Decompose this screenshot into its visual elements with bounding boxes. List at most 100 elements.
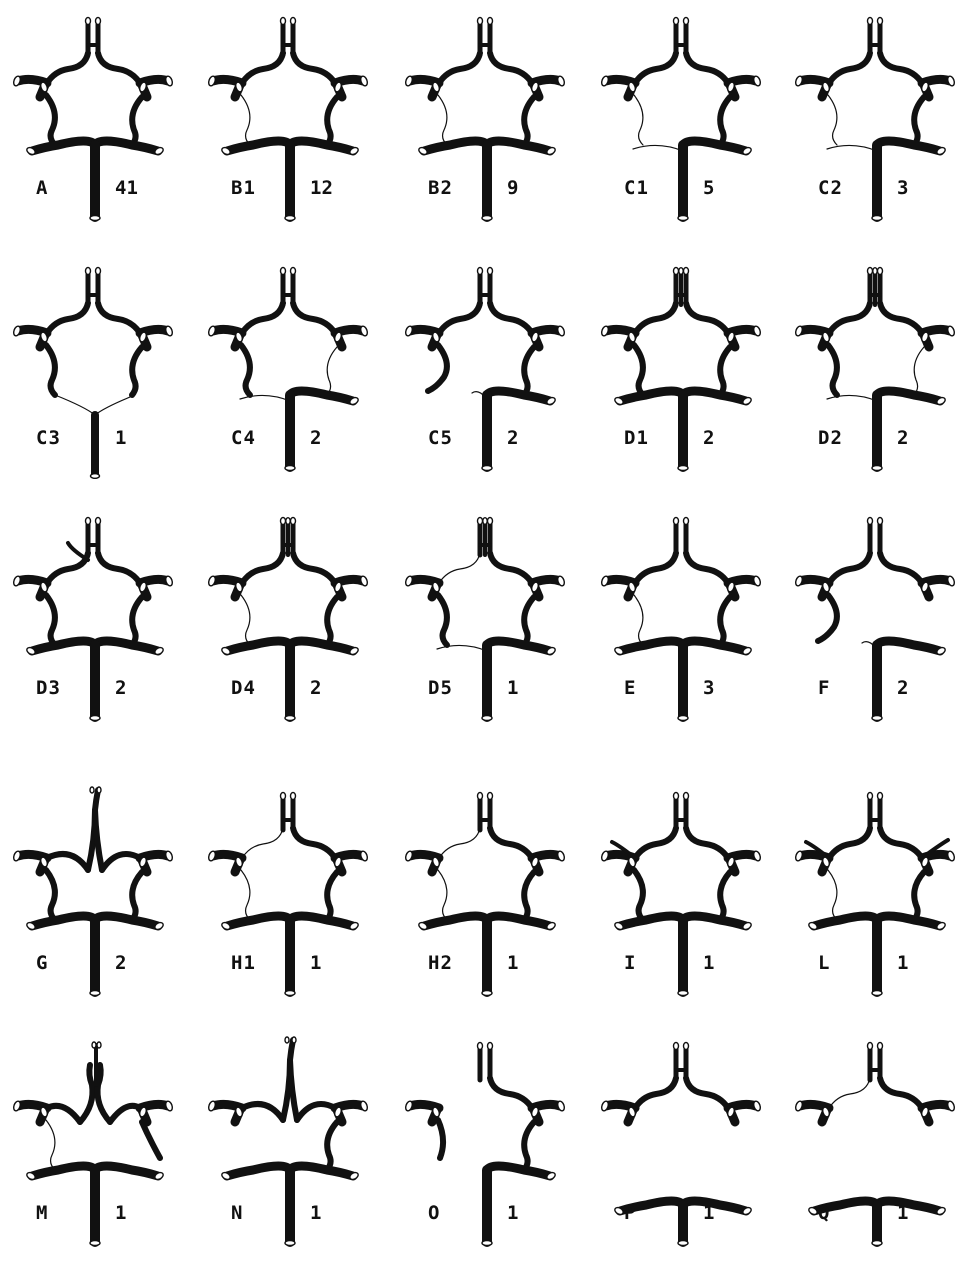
pcom-left (438, 95, 447, 145)
pca-right (290, 141, 353, 151)
pca-right (487, 641, 550, 651)
a1-left (635, 828, 676, 858)
aca-cap (97, 787, 101, 793)
p1-left (827, 145, 877, 151)
variant-count: 2 (115, 952, 126, 974)
pcom-right (524, 97, 534, 145)
variant-cell: C52 (392, 255, 582, 500)
a2-cap-left (281, 268, 286, 275)
variant-label: C1 (624, 177, 649, 199)
variant-label: Q (818, 1202, 830, 1224)
pca-left (32, 141, 95, 151)
a1-left (829, 303, 870, 333)
variant-cell: C15 (588, 5, 778, 250)
variant-count: 1 (703, 1202, 714, 1224)
willis-diagram (588, 780, 778, 1025)
willis-diagram (392, 505, 582, 750)
willis-diagram (782, 255, 959, 500)
variant-count: 1 (507, 677, 518, 699)
willis-diagram (0, 780, 190, 1025)
variant-count: 2 (507, 427, 518, 449)
variant-count: 2 (703, 427, 714, 449)
a1-right (110, 1106, 140, 1122)
a1-right (880, 303, 922, 333)
pca-right (95, 641, 158, 651)
pca-left (227, 916, 290, 926)
pcom-left (634, 595, 643, 645)
pca-left (32, 1166, 95, 1176)
pcom-left (46, 95, 55, 145)
pcom-right (914, 347, 924, 395)
willis-diagram (0, 1030, 190, 1275)
a2-cap-median (679, 268, 683, 275)
variant-label: I (624, 952, 636, 974)
a1-right (880, 828, 922, 858)
a2-cap-left (281, 18, 286, 25)
basilar-cap (482, 216, 492, 221)
pca-right (487, 916, 550, 926)
pcom-right (142, 1122, 160, 1158)
pcom-right (327, 872, 337, 920)
variant-count: 1 (703, 952, 714, 974)
willis-diagram (195, 1030, 385, 1275)
variant-count: 2 (310, 677, 321, 699)
pca-right (487, 391, 550, 401)
pcom-left (46, 1120, 55, 1170)
pcom-right (720, 597, 730, 645)
pca-right (683, 1201, 746, 1211)
pca-left (620, 391, 683, 401)
willis-diagram (392, 780, 582, 1025)
basilar-cap (90, 991, 100, 996)
basilar-cap (678, 991, 688, 996)
variant-label: M (36, 1202, 48, 1224)
a1-right (490, 303, 532, 333)
pcom-right (524, 347, 534, 395)
pcom-left (818, 595, 837, 641)
a2-cap-left (478, 1043, 483, 1050)
pcom-right (524, 872, 534, 920)
basilar-cap (90, 716, 100, 721)
variant-cell: F2 (782, 505, 959, 750)
a2-cap-left (86, 518, 91, 525)
variant-cell: C31 (0, 255, 190, 500)
a1-left (47, 854, 88, 870)
variant-count: 2 (897, 677, 908, 699)
a1-left (635, 53, 676, 83)
a2-cap-right (684, 518, 689, 525)
a2-cap-right (878, 793, 883, 800)
variant-cell: L1 (782, 780, 959, 1025)
willis-diagram (195, 780, 385, 1025)
pcom-left (46, 870, 55, 920)
pcom-right (524, 1122, 534, 1170)
variant-label: C4 (231, 427, 256, 449)
pcom-right (327, 347, 337, 395)
a1-left (242, 53, 283, 83)
variant-count: 3 (703, 677, 714, 699)
a1-right (102, 854, 140, 870)
basilar-cap (91, 474, 100, 479)
a1-left (829, 828, 870, 858)
basilar-cap (872, 466, 882, 471)
variant-label: O (428, 1202, 440, 1224)
a2-cap-left (478, 793, 483, 800)
variant-count: 1 (115, 1202, 126, 1224)
aca-right (98, 1065, 111, 1122)
a1-right (293, 53, 335, 83)
pca-left (32, 641, 95, 651)
pcom-right (327, 97, 337, 145)
willis-diagram (0, 505, 190, 750)
variant-cell: H21 (392, 780, 582, 1025)
a2-cap-right (96, 518, 101, 525)
a2-cap-left (868, 18, 873, 25)
willis-diagram (195, 255, 385, 500)
pcom-right (132, 597, 142, 645)
pca-right (877, 916, 940, 926)
azygos-aca-right (95, 810, 102, 870)
a2-cap-right (878, 18, 883, 25)
a2-cap-right (684, 18, 689, 25)
a1-right (686, 553, 728, 583)
a2-cap-left (281, 793, 286, 800)
pcom-left (828, 870, 837, 920)
a1-right (490, 1078, 532, 1108)
